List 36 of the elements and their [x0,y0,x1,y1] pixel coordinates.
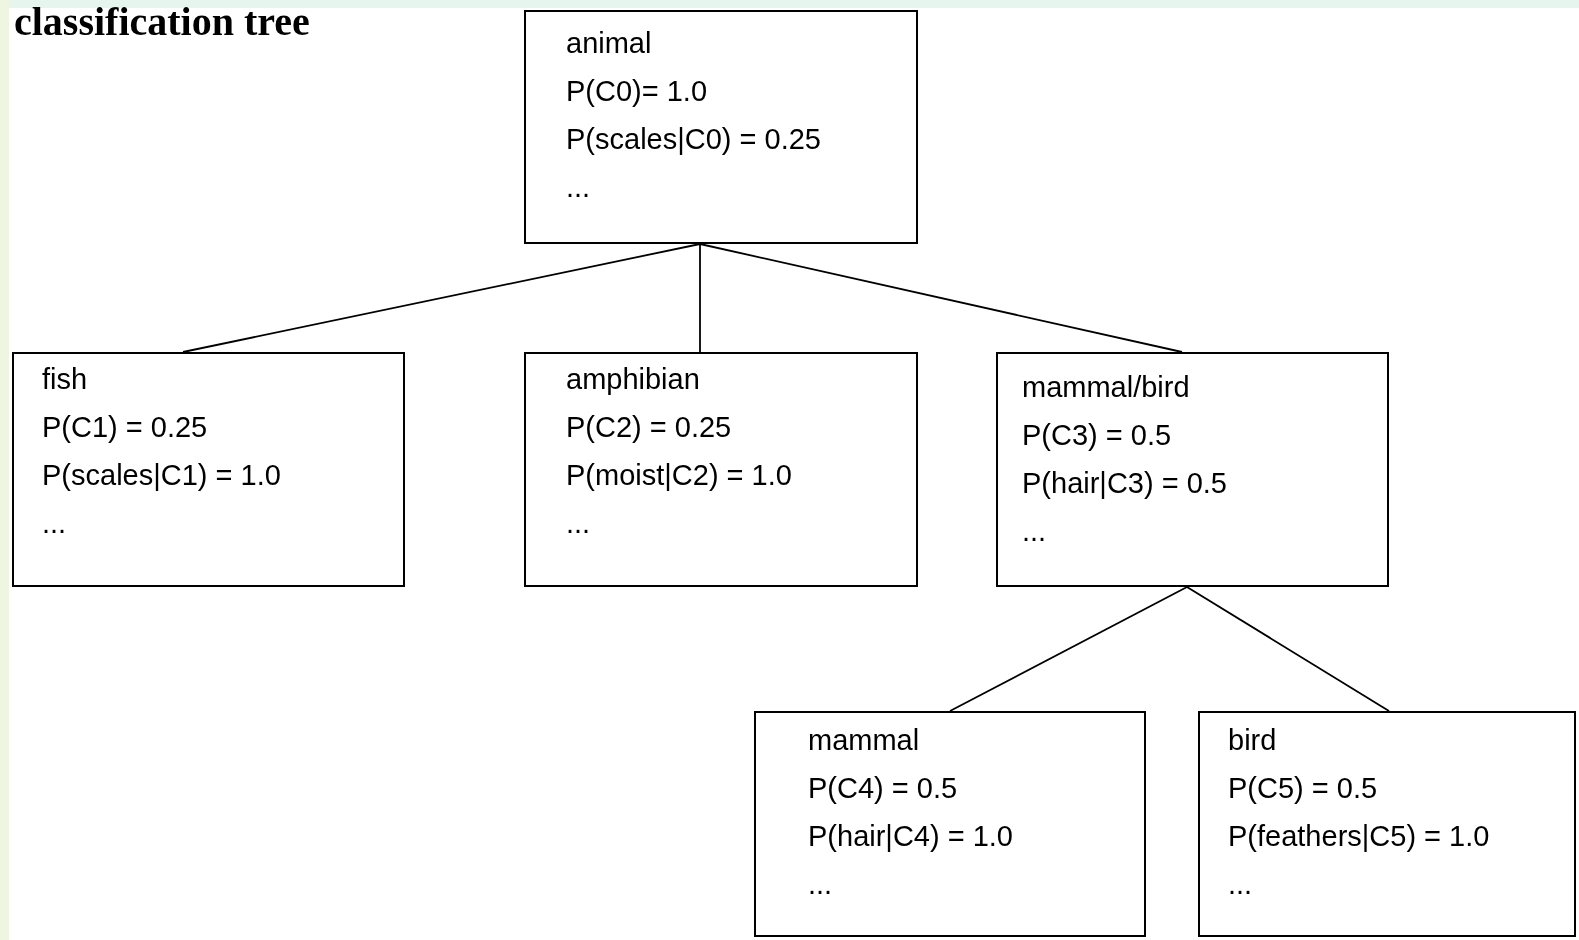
probability-text: ... [808,867,833,901]
probability-text: P(hair|C4) = 1.0 [808,819,1013,853]
probability-text: P(C4) = 0.5 [808,771,958,805]
probability-text: P(C1) = 0.25 [42,410,208,444]
class-box [754,711,1146,937]
class-name: mammal [808,723,920,757]
probability-text: P(C5) = 0.5 [1228,771,1378,805]
probability-text: P(hair|C3) = 0.5 [1022,466,1227,500]
class-box [524,10,918,244]
class-box [12,352,405,587]
class-box [524,352,918,587]
connector-line [949,586,1188,712]
diagram-title: classification tree [14,0,310,46]
class-name: amphibian [566,362,700,396]
class-name: mammal/bird [1022,370,1190,404]
class-name: bird [1228,723,1277,757]
connector-line [699,243,1183,353]
probability-text: ... [42,506,67,540]
probability-text: P(scales|C1) = 1.0 [42,458,281,492]
connector-line [699,243,701,353]
probability-text: ... [566,170,591,204]
probability-text: P(scales|C0) = 0.25 [566,122,821,156]
probability-text: P(feathers|C5) = 1.0 [1228,819,1490,853]
probability-text: ... [1228,867,1253,901]
probability-text: P(moist|C2) = 1.0 [566,458,792,492]
class-name: animal [566,26,652,60]
class-name: fish [42,362,88,396]
connector-line [1186,586,1390,712]
class-box [996,352,1389,587]
probability-text: P(C3) = 0.5 [1022,418,1172,452]
probability-text: P(C0)= 1.0 [566,74,708,108]
probability-text: ... [1022,514,1047,548]
connector-line [182,243,701,353]
probability-text: P(C2) = 0.25 [566,410,732,444]
probability-text: ... [566,506,591,540]
class-box [1198,711,1576,937]
